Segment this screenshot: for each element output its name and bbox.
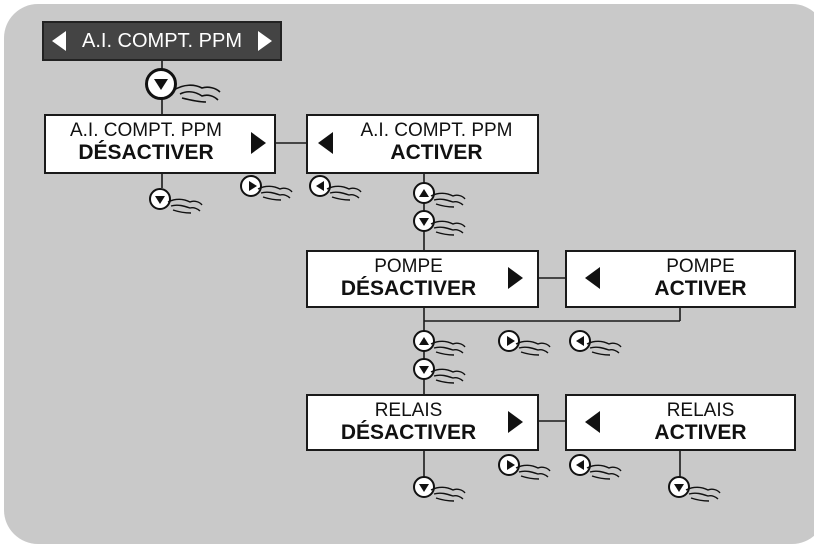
hand-pointer-icon [515, 340, 551, 356]
hand-pointer-icon [430, 340, 466, 356]
screen-line1: RELAIS [374, 400, 443, 421]
hand-pointer-icon [586, 464, 622, 480]
screen-line2: DÉSACTIVER [340, 421, 477, 444]
right-button-icon[interactable] [498, 454, 520, 476]
down-button-icon[interactable] [413, 358, 435, 380]
screen-ai-ppm-desactiver: A.I. COMPT. PPM DÉSACTIVER [44, 114, 276, 174]
screen-line2: ACTIVER [390, 141, 483, 164]
right-arrow-icon [508, 267, 523, 289]
hand-pointer-icon [326, 185, 362, 201]
left-arrow-icon [585, 267, 600, 289]
hand-pointer-icon [515, 464, 551, 480]
right-button-icon[interactable] [240, 175, 262, 197]
hand-pointer-icon [685, 486, 721, 502]
hand-pointer-icon [173, 84, 221, 103]
screen-ai-ppm-activer: A.I. COMPT. PPM ACTIVER [306, 114, 539, 174]
left-arrow-icon [318, 132, 333, 154]
menu-title-label: A.I. COMPT. PPM [81, 30, 243, 52]
up-button-icon[interactable] [413, 182, 435, 204]
screen-line1: POMPE [374, 256, 443, 277]
screen-pompe-desactiver: POMPE DÉSACTIVER [306, 250, 539, 308]
right-arrow-icon [508, 411, 523, 433]
right-button-icon[interactable] [498, 330, 520, 352]
screen-line1: A.I. COMPT. PPM [69, 120, 223, 141]
down-button-icon[interactable] [149, 188, 171, 210]
hand-pointer-icon [257, 185, 293, 201]
hand-pointer-icon [586, 340, 622, 356]
screen-line2: ACTIVER [654, 421, 747, 444]
screen-line1: RELAIS [666, 400, 735, 421]
up-button-icon[interactable] [413, 330, 435, 352]
hand-pointer-icon [167, 198, 203, 214]
right-arrow-icon [251, 132, 266, 154]
screen-line1: POMPE [666, 256, 735, 277]
left-arrow-icon [585, 411, 600, 433]
hand-pointer-icon [430, 486, 466, 502]
menu-title-bar: A.I. COMPT. PPM [42, 21, 282, 61]
hand-pointer-icon [430, 368, 466, 384]
down-button-icon[interactable] [668, 476, 690, 498]
left-button-icon[interactable] [569, 454, 591, 476]
left-arrow-icon [52, 31, 66, 51]
hand-pointer-icon [430, 192, 466, 208]
down-button-icon[interactable] [145, 68, 177, 100]
screen-line1: A.I. COMPT. PPM [360, 120, 513, 141]
screen-line2: ACTIVER [654, 277, 747, 300]
screen-relais-desactiver: RELAIS DÉSACTIVER [306, 394, 539, 451]
left-button-icon[interactable] [309, 175, 331, 197]
left-button-icon[interactable] [569, 330, 591, 352]
down-button-icon[interactable] [413, 476, 435, 498]
screen-line2: DÉSACTIVER [78, 141, 214, 164]
down-button-icon[interactable] [413, 210, 435, 232]
screen-pompe-activer: POMPE ACTIVER [565, 250, 796, 308]
right-arrow-icon [258, 31, 272, 51]
hand-pointer-icon [430, 220, 466, 236]
screen-relais-activer: RELAIS ACTIVER [565, 394, 796, 451]
screen-line2: DÉSACTIVER [340, 277, 477, 300]
